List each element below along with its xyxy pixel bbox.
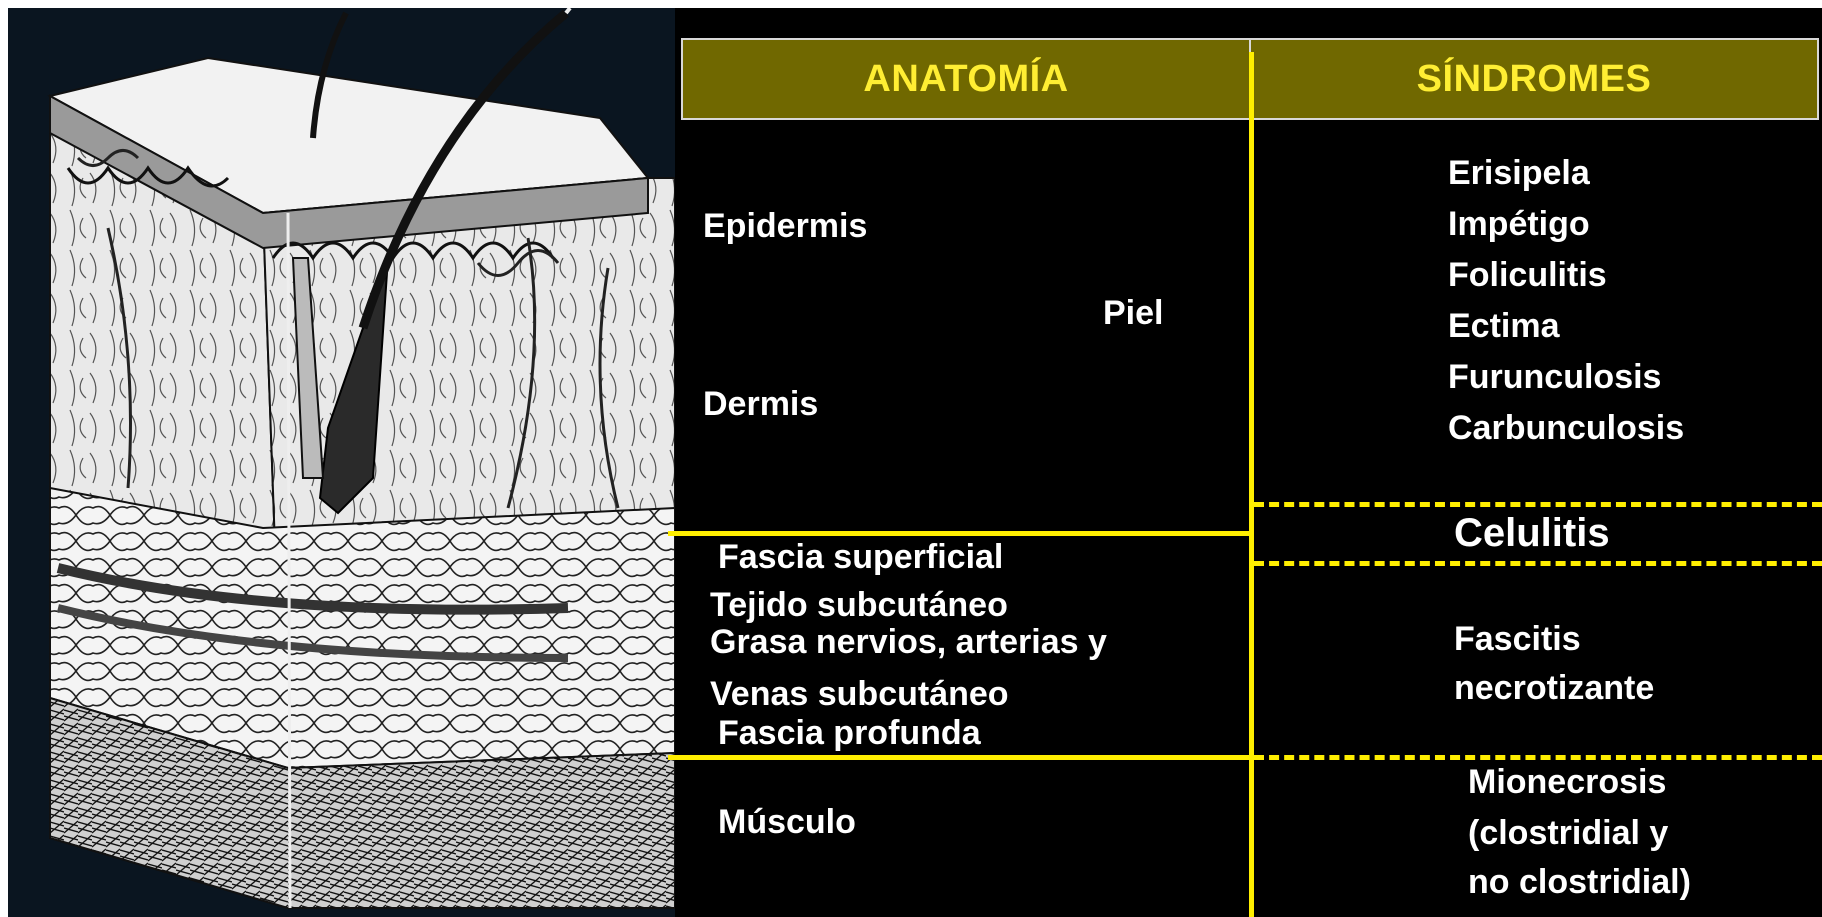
label-fascia-profunda: Fascia profunda bbox=[718, 716, 981, 750]
header-syndromes-label: SÍNDROMES bbox=[1417, 58, 1652, 101]
label-mionecrosis-line3: no clostridial) bbox=[1468, 865, 1691, 899]
skin-syndromes-list: Erisipela Impétigo Foliculitis Ectima Fu… bbox=[1448, 148, 1684, 454]
label-celulitis: Celulitis bbox=[1454, 513, 1610, 553]
column-divider bbox=[1249, 52, 1254, 917]
label-fascitis-line1: Fascitis bbox=[1454, 622, 1581, 656]
list-item: Ectima bbox=[1448, 301, 1684, 352]
divider-subcutaneous-muscle bbox=[668, 755, 1254, 760]
label-dermis: Dermis bbox=[703, 387, 818, 421]
dashed-divider-celulitis-top bbox=[1254, 502, 1822, 507]
list-item: Carbunculosis bbox=[1448, 403, 1684, 454]
label-mionecrosis-line1: Mionecrosis bbox=[1468, 765, 1666, 799]
label-piel: Piel bbox=[1103, 296, 1163, 330]
label-grasa: Grasa nervios, arterias y bbox=[710, 625, 1107, 659]
dashed-divider-mionecrosis bbox=[1254, 755, 1822, 760]
label-tejido-subcutaneo: Tejido subcutáneo bbox=[710, 588, 1008, 622]
slide: ANATOMÍA SÍNDROMES Epidermis Piel Dermis… bbox=[8, 8, 1822, 917]
list-item: Foliculitis bbox=[1448, 250, 1684, 301]
label-musculo: Músculo bbox=[718, 805, 856, 839]
list-item: Erisipela bbox=[1448, 148, 1684, 199]
label-venas: Venas subcutáneo bbox=[710, 677, 1009, 711]
label-mionecrosis-line2: (clostridial y bbox=[1468, 816, 1668, 850]
header-syndromes: SÍNDROMES bbox=[1249, 38, 1819, 120]
list-item: Impétigo bbox=[1448, 199, 1684, 250]
header-anatomy: ANATOMÍA bbox=[681, 38, 1251, 120]
label-fascia-superficial: Fascia superficial bbox=[718, 540, 1003, 574]
header-anatomy-label: ANATOMÍA bbox=[863, 58, 1068, 101]
label-fascitis-line2: necrotizante bbox=[1454, 671, 1654, 705]
skin-cross-section-illustration bbox=[8, 8, 675, 917]
label-epidermis: Epidermis bbox=[703, 209, 867, 243]
divider-skin-subcutaneous bbox=[668, 531, 1254, 536]
list-item: Furunculosis bbox=[1448, 352, 1684, 403]
dashed-divider-celulitis-bottom bbox=[1254, 561, 1822, 566]
